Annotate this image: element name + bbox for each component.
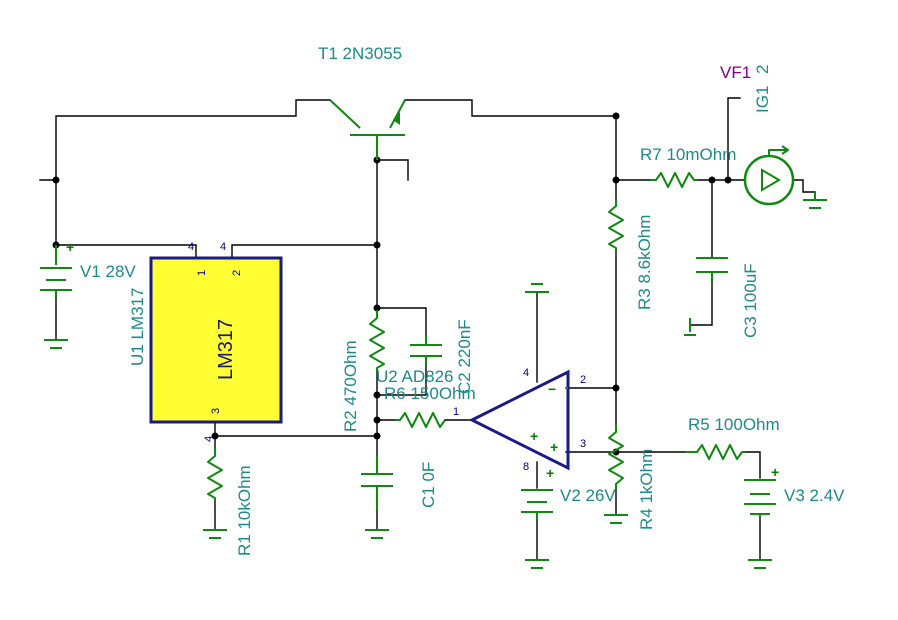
label-vf1: VF1 xyxy=(720,63,751,82)
resistor-r3 xyxy=(608,200,624,250)
battery-v1 xyxy=(40,245,72,298)
ammeter-ig1 xyxy=(743,145,795,206)
component-labels: T1 2N3055 VF1 IG1 2 R7 10mOhm V1 28V U1 … xyxy=(80,44,845,556)
pin-u2-1: 1 xyxy=(453,406,459,418)
label-r5: R5 100Ohm xyxy=(688,415,780,434)
pin-u2-8: 8 xyxy=(523,461,529,473)
junction-dot xyxy=(373,304,381,312)
ground-symbols xyxy=(44,192,827,569)
label-r4: R4 1kOhm xyxy=(637,449,656,530)
label-c3: C3 100uF xyxy=(741,263,760,338)
polarity-signs: + − + + + + xyxy=(66,239,779,481)
label-r1: R1 10kOhm xyxy=(235,465,254,556)
junction-dot xyxy=(373,432,381,440)
sign-v2-plus: + xyxy=(546,465,554,481)
junction-dot xyxy=(373,416,381,424)
resistor-r7 xyxy=(650,172,698,188)
label-v3: V3 2.4V xyxy=(784,486,845,505)
junction-dot xyxy=(612,384,620,392)
junction-dot xyxy=(612,176,620,184)
regulator-u1 xyxy=(149,256,283,424)
junction-dot xyxy=(612,112,620,120)
label-v1: V1 28V xyxy=(80,262,136,281)
label-t1: T1 2N3055 xyxy=(318,44,402,63)
emitter-arrow-icon xyxy=(393,112,400,125)
sign-v3-plus: + xyxy=(771,464,779,480)
transistor-t1 xyxy=(329,99,406,160)
capacitor-c1 xyxy=(361,455,393,510)
resistor-r6 xyxy=(395,412,446,428)
resistor-r5 xyxy=(685,444,745,460)
capacitor-c2 xyxy=(410,336,442,366)
pin-u2-4: 4 xyxy=(523,367,529,379)
ground-icon xyxy=(44,339,68,349)
label-u1: U1 LM317 xyxy=(128,288,147,366)
sign-u2-plus-b: + xyxy=(550,439,558,455)
junction-dot xyxy=(708,176,716,184)
label-ig1-pin: 2 xyxy=(753,65,772,74)
pin-u1-1: 1 xyxy=(196,270,208,276)
sign-u2-plus-a: + xyxy=(530,428,538,444)
junction-dot xyxy=(52,176,60,184)
sign-v1-plus: + xyxy=(66,239,74,255)
resistor-r2 xyxy=(369,310,385,372)
battery-v2 xyxy=(521,489,553,520)
pin-u1-2: 2 xyxy=(231,270,243,276)
label-v2: V2 26V xyxy=(560,486,616,505)
current-arrow-icon xyxy=(768,149,788,156)
pin-u2-2: 2 xyxy=(580,374,586,386)
ground-icon xyxy=(748,559,772,569)
opamp-u2 xyxy=(468,369,570,471)
pin-u1-adj: 4 xyxy=(203,436,215,442)
ground-icon xyxy=(525,559,549,569)
pin-u1-3: 3 xyxy=(210,408,222,414)
label-u1-body: LM317 xyxy=(215,319,237,380)
label-c2: C2 220nF xyxy=(455,319,474,394)
label-r7: R7 10mOhm xyxy=(640,145,736,164)
ground-icon xyxy=(203,529,227,539)
battery-v3 xyxy=(744,479,776,518)
sign-u2-minus: − xyxy=(548,381,556,397)
label-c1: C1 0F xyxy=(419,462,438,508)
label-r6: R6 150Ohm xyxy=(384,384,476,403)
pin-u1-in: 4 xyxy=(188,241,194,253)
junction-dots xyxy=(52,112,732,456)
pin-numbers: 4 4 1 2 3 4 1 2 3 4 8 xyxy=(188,241,586,473)
label-r3: R3 8.6kOhm xyxy=(635,215,654,310)
junction-dot xyxy=(724,176,732,184)
ground-icon xyxy=(365,529,389,539)
junction-dot xyxy=(373,241,381,249)
pin-u1-out: 4 xyxy=(220,241,226,253)
junction-dot xyxy=(373,391,381,399)
play-arrow-icon xyxy=(761,168,781,192)
ground-icon xyxy=(604,514,628,524)
label-r2: R2 470Ohm xyxy=(341,340,360,432)
label-u2: U2 AD826 xyxy=(376,367,454,386)
ground-icon xyxy=(803,192,827,209)
capacitor-c3 xyxy=(696,257,728,282)
ground-icon xyxy=(684,318,696,336)
resistor-r1 xyxy=(207,448,223,500)
ground-icon xyxy=(525,283,549,293)
junction-dot xyxy=(211,432,219,440)
label-ig1: IG1 xyxy=(753,86,772,113)
pin-u2-3: 3 xyxy=(580,438,586,450)
resistor-r4 xyxy=(608,425,624,490)
